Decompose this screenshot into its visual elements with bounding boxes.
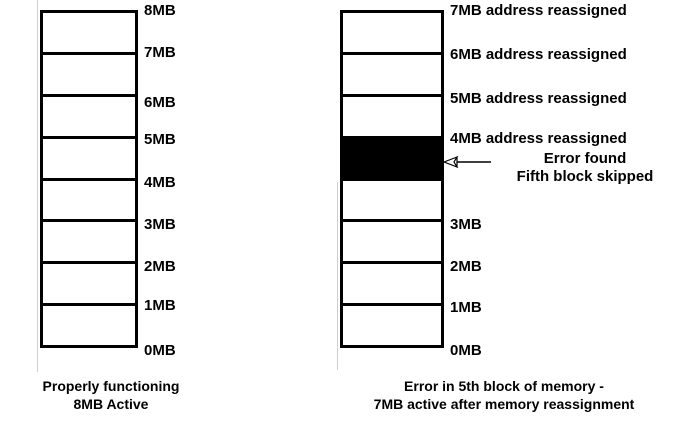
memory-block (343, 54, 441, 97)
caption-left-line1: Properly functioning (42, 378, 180, 394)
error-annotation-line2: Fifth block skipped (516, 168, 654, 185)
memory-column-properly-functioning (40, 10, 138, 348)
memory-block-faulty (343, 138, 441, 181)
memory-tick-label: 3MB (450, 216, 482, 233)
memory-column-error (340, 10, 444, 348)
memory-tick-label: 5MB address reassigned (450, 90, 627, 107)
guide-line-right (337, 182, 338, 370)
error-annotation: Error found Fifth block skipped (487, 150, 683, 186)
memory-block (343, 264, 441, 307)
memory-tick-label: 8MB (144, 2, 176, 19)
error-annotation-line1: Error found (543, 150, 627, 167)
memory-tick-label: 4MB address reassigned (450, 130, 627, 147)
memory-block (43, 306, 135, 345)
memory-block (43, 222, 135, 265)
memory-block (43, 138, 135, 181)
memory-block (343, 13, 441, 55)
caption-left: Properly functioning 8MB Active (0, 377, 222, 413)
memory-block (43, 96, 135, 139)
memory-block (43, 264, 135, 307)
memory-tick-label: 3MB (144, 216, 176, 233)
memory-tick-label: 6MB address reassigned (450, 46, 627, 63)
memory-tick-label: 1MB (144, 297, 176, 314)
memory-tick-label: 2MB (144, 258, 176, 275)
memory-tick-label: 1MB (450, 299, 482, 316)
callout-arrow-icon (443, 155, 491, 169)
memory-block (43, 54, 135, 97)
memory-tick-label: 5MB (144, 131, 176, 148)
caption-right: Error in 5th block of memory - 7MB activ… (322, 377, 686, 413)
guide-line-left (37, 0, 38, 372)
memory-block (343, 180, 441, 223)
memory-tick-label: 7MB (144, 44, 176, 61)
memory-tick-label: 7MB address reassigned (450, 2, 627, 19)
caption-right-line1: Error in 5th block of memory - (404, 378, 604, 394)
memory-block (43, 180, 135, 223)
caption-left-line2: 8MB Active (73, 396, 149, 412)
caption-right-line2: 7MB active after memory reassignment (373, 396, 635, 412)
memory-tick-label: 6MB (144, 94, 176, 111)
memory-tick-label: 0MB (450, 342, 482, 359)
memory-tick-label: 2MB (450, 258, 482, 275)
memory-block (343, 222, 441, 265)
memory-block (343, 96, 441, 139)
memory-block (43, 13, 135, 55)
memory-tick-label: 4MB (144, 174, 176, 191)
memory-tick-label: 0MB (144, 342, 176, 359)
memory-block (343, 306, 441, 345)
